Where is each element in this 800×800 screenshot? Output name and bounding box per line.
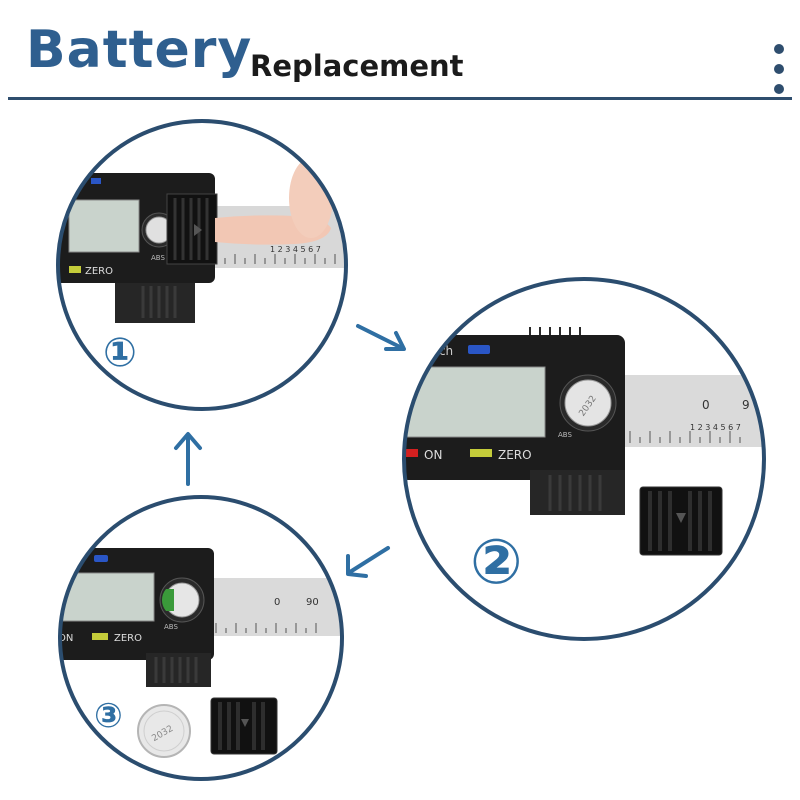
step-1-number: ① xyxy=(103,330,137,376)
zero-label: ZERO xyxy=(114,633,142,644)
ruler-digits: 1 2 3 4 5 6 7 xyxy=(270,245,321,254)
arrow-left-down-icon xyxy=(346,546,390,578)
step-1-illustration: 1 2 3 4 5 6 7 ABS ZERO ① xyxy=(56,119,348,411)
ruler xyxy=(620,375,764,447)
ruler-digits: 1 2 3 4 5 6 7 xyxy=(690,423,741,432)
lcd-screen xyxy=(404,366,546,438)
battery-coin xyxy=(564,379,612,427)
ruler xyxy=(206,578,342,636)
svg-text:ABS: ABS xyxy=(151,254,165,262)
svg-text:90: 90 xyxy=(306,597,319,608)
svg-text:9: 9 xyxy=(742,398,750,412)
svg-text:ABS: ABS xyxy=(558,431,572,439)
step-3-number: ③ xyxy=(94,696,123,736)
step-2-number: ② xyxy=(470,525,523,598)
header-divider xyxy=(8,97,792,100)
battery-contact xyxy=(161,589,174,611)
svg-text:ABS: ABS xyxy=(164,623,178,631)
on-label: ON xyxy=(424,448,442,462)
lcd-screen xyxy=(60,572,155,622)
page-title: Battery xyxy=(26,20,253,80)
vertical-dots-icon[interactable] xyxy=(772,44,786,94)
page-header: Battery Replacement xyxy=(0,0,800,110)
svg-text:0: 0 xyxy=(702,398,710,412)
arrow-right-down-icon xyxy=(356,324,406,351)
on-label: ON xyxy=(58,633,73,644)
step-3-illustration: 0 90 ABS ON ZERO 2032 ③ xyxy=(58,495,344,781)
zero-label: ZERO xyxy=(498,448,532,462)
zero-label: ZERO xyxy=(85,266,113,277)
lcd-screen xyxy=(68,199,140,253)
page-subtitle: Replacement xyxy=(250,49,464,83)
arrow-up-icon xyxy=(174,432,202,486)
loose-battery xyxy=(137,704,191,758)
step-2-illustration: 0 9 1 2 3 4 5 6 7 inch 2032 ABS ON ZERO xyxy=(402,277,766,641)
svg-text:0: 0 xyxy=(274,597,280,608)
